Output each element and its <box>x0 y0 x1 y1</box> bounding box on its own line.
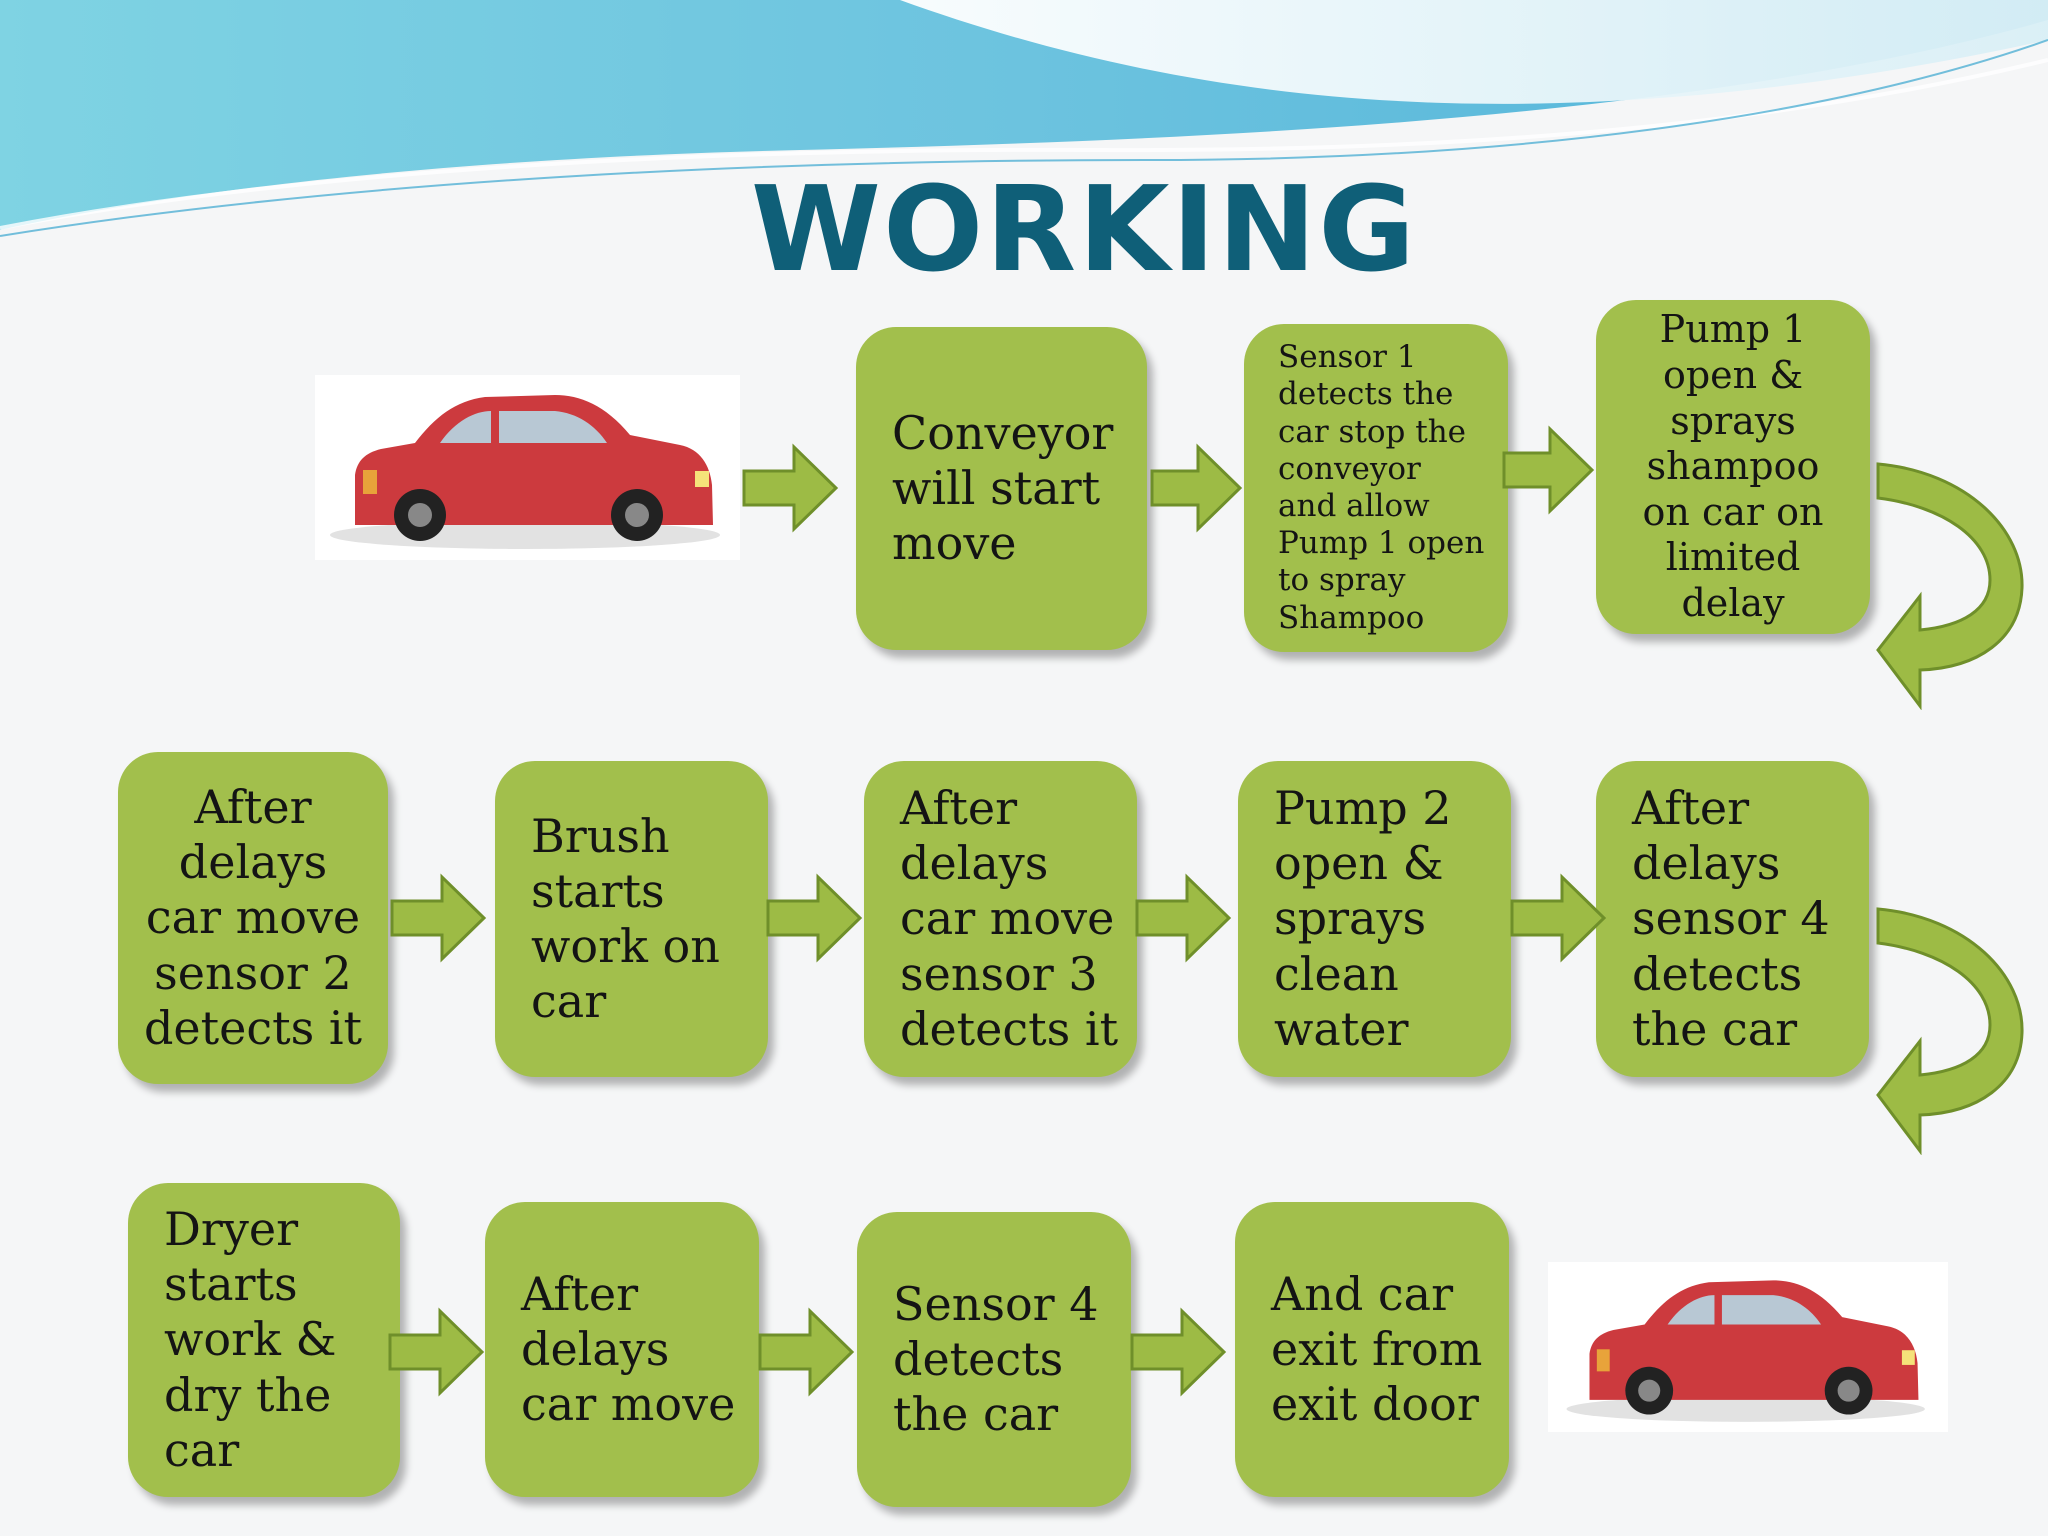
step-text-line: conveyor <box>1278 450 1421 487</box>
step-text-line: Conveyor <box>892 405 1114 460</box>
step-text-line: After <box>521 1266 639 1321</box>
step-text-line: Pump 1 open <box>1278 525 1485 562</box>
step-text-line: Pump 1 <box>1659 307 1807 352</box>
step-text-line: Pump 2 <box>1274 781 1452 836</box>
step-text-line: car move <box>900 891 1115 946</box>
step-text-line: move <box>892 516 1017 571</box>
step-text-line: detects it <box>900 1001 1119 1056</box>
step-text-line: sensor 4 <box>1632 891 1830 946</box>
step-text-line: limited <box>1665 535 1801 580</box>
step-text-line: detects the <box>1278 376 1454 413</box>
step-text-line: detects <box>1632 946 1803 1001</box>
arrow-right-icon <box>1510 873 1607 963</box>
car-icon <box>330 395 720 549</box>
curved-arrow-down-icon <box>1876 907 2024 1155</box>
arrow-right-icon <box>390 873 487 963</box>
step-text-line: delays <box>178 835 328 890</box>
arrow-right-icon <box>766 873 863 963</box>
step-text-line: the car <box>893 1387 1059 1442</box>
step-text-line: sprays <box>1274 891 1427 946</box>
page-title: WORKING <box>750 160 1418 298</box>
step-text-line: clean <box>1274 946 1399 1001</box>
step-text-line: sprays <box>1670 398 1796 443</box>
step-text-line: After <box>1632 781 1750 836</box>
car-icon-start <box>315 375 740 560</box>
step-text-line: car stop the <box>1278 413 1467 450</box>
step-text-line: exit door <box>1271 1377 1479 1432</box>
step-text-line: open & <box>1274 836 1444 891</box>
step-text-line: Shampoo <box>1278 599 1425 636</box>
step-text-line: work on <box>531 919 720 973</box>
step-text-line: delays <box>900 836 1049 891</box>
step-text-line: starts <box>164 1257 298 1312</box>
car-icon-end <box>1548 1262 1948 1432</box>
step-text-line: shampoo <box>1646 444 1820 489</box>
step-text-line: Sensor 1 <box>1278 339 1417 376</box>
header-wave-decoration <box>0 0 2048 237</box>
step-text-line: car <box>531 974 607 1029</box>
step-text-line: and allow <box>1278 488 1430 524</box>
car-icon <box>1566 1280 1925 1422</box>
step-text-line: to spray <box>1278 562 1406 599</box>
step-text-line: sensor 3 <box>900 946 1098 1001</box>
step-text-line: sensor 2 <box>154 945 352 1000</box>
step-text-line: car move <box>521 1377 736 1432</box>
step-text-line: detects <box>893 1331 1064 1386</box>
step-text-line: dry the <box>164 1367 332 1422</box>
step-text-line: After <box>194 780 312 835</box>
step-text-line: And car <box>1271 1266 1454 1321</box>
step-text-line: detects it <box>143 1000 363 1055</box>
step-text-line: on car on <box>1642 489 1824 534</box>
step-text-line: starts <box>531 863 665 918</box>
step-text-line: the car <box>1632 1001 1798 1056</box>
curved-arrow-down-icon <box>1876 462 2024 710</box>
step-text-line: delay <box>1681 580 1785 625</box>
step-text-line: will start <box>892 460 1101 515</box>
step-text-line: exit from <box>1271 1321 1483 1376</box>
step-text-line: delays <box>1632 836 1781 891</box>
arrow-right-icon <box>758 1307 855 1397</box>
arrow-right-icon <box>742 443 839 533</box>
step-text-line: Sensor 4 <box>893 1276 1099 1331</box>
step-text-line: Dryer <box>164 1202 299 1257</box>
step-text-line: After <box>900 781 1018 836</box>
step-text-line: delays <box>521 1321 670 1376</box>
step-text-line: car <box>164 1422 240 1477</box>
step-text-line: open & <box>1662 353 1804 398</box>
arrow-right-icon <box>1130 1307 1227 1397</box>
step-text-line: Brush <box>531 808 670 863</box>
arrow-right-icon <box>1135 873 1232 963</box>
arrow-right-icon <box>1150 443 1243 533</box>
arrow-right-icon <box>1502 425 1595 515</box>
step-text-line: water <box>1274 1001 1409 1056</box>
arrow-right-icon <box>388 1307 485 1397</box>
step-text-line: car move <box>145 890 361 945</box>
step-text-line: work & <box>164 1312 337 1367</box>
